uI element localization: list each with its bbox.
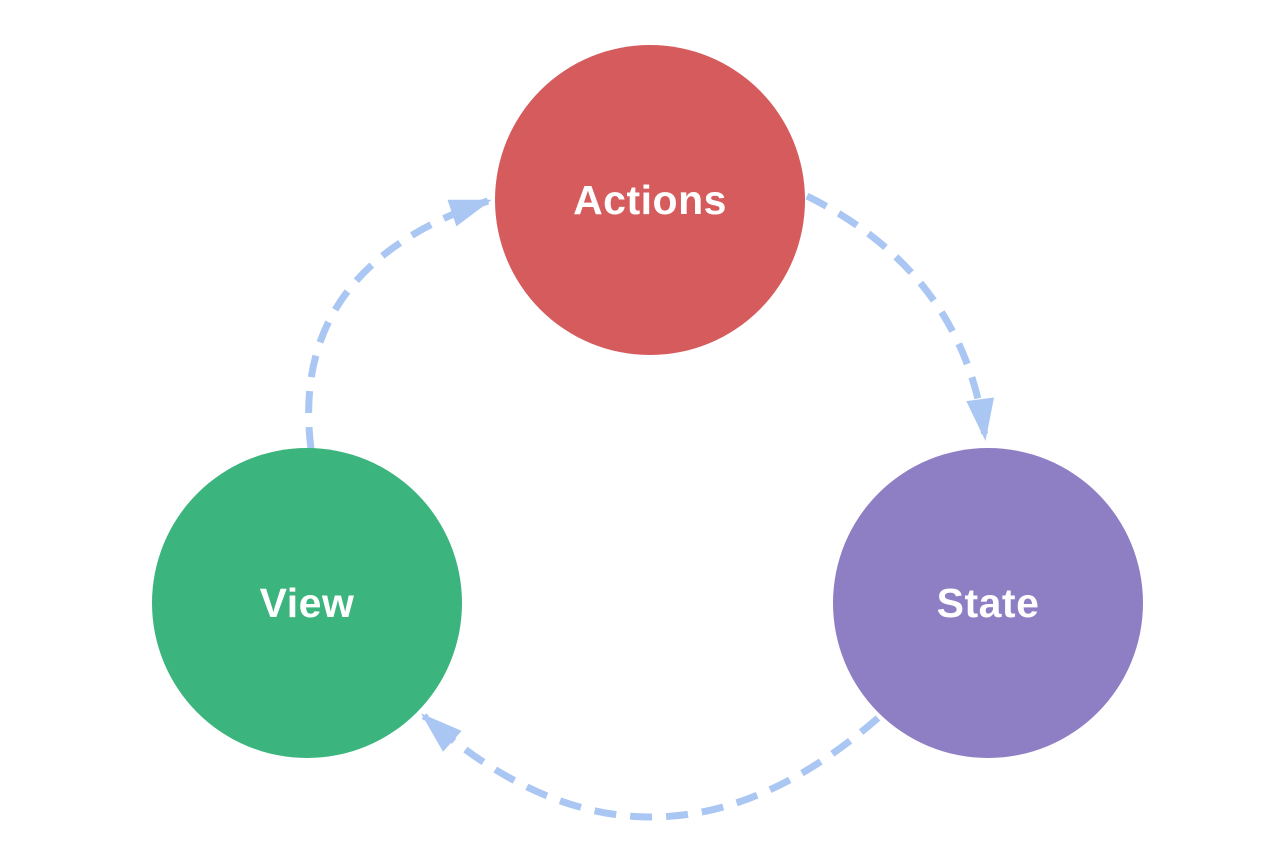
node-state-label: State (937, 580, 1040, 626)
node-state: State (833, 448, 1143, 758)
node-actions-label: Actions (573, 177, 727, 223)
node-view: View (152, 448, 462, 758)
node-view-label: View (260, 580, 355, 626)
edge-state-to-view (421, 713, 881, 821)
edge-view-to-actions (305, 197, 492, 450)
node-view-circle (152, 448, 462, 758)
node-actions-circle (495, 45, 805, 355)
edge-actions-to-state (805, 192, 995, 441)
node-state-circle (833, 448, 1143, 758)
node-actions: Actions (495, 45, 805, 355)
